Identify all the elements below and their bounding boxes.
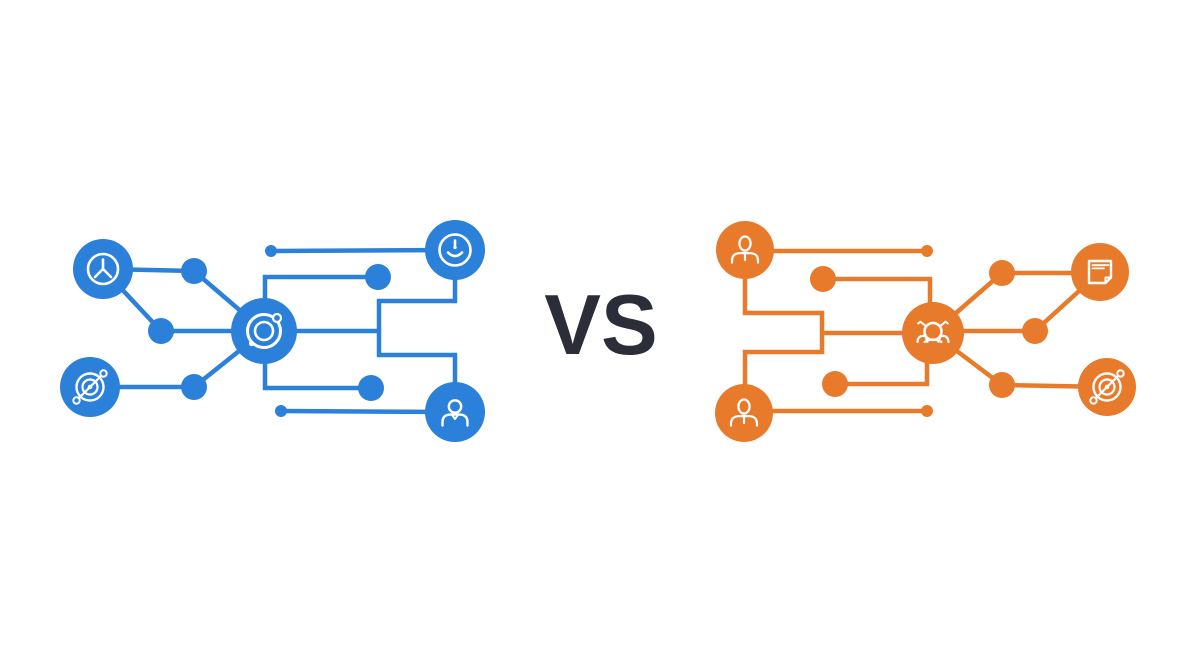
document-icon [1087,259,1113,285]
connector-dot [921,245,933,257]
group-icon [916,320,950,344]
orbit-target-icon [1089,369,1125,405]
group-hub [902,302,964,364]
planet-orbit-icon [246,312,283,349]
hub-circle [425,220,485,280]
connector-node [365,264,391,290]
smiley-hub [425,220,485,280]
clock-hub [73,239,133,299]
hub-circle [1071,243,1129,301]
clock-icon [86,252,120,286]
connector-node [810,266,836,292]
connector-dot [921,405,933,417]
planet-orbit-hub [231,298,297,364]
connector-node [181,258,207,284]
smiley-icon [438,233,472,267]
document-hub [1071,243,1129,301]
person-tie-hub [716,221,774,279]
hub-circle [231,298,297,364]
right-network-diagram [715,221,1136,442]
connector-node [989,372,1015,398]
person-hub [425,382,485,442]
connector-line [376,250,458,412]
left-network-diagram [60,220,485,442]
person-tie-icon [729,398,759,427]
vs-label: VS [544,278,658,374]
person-tie-icon [730,235,760,264]
connector-node [358,375,384,401]
connector-node [989,260,1015,286]
orbit-target-hub [1078,358,1136,416]
person-icon [441,399,469,427]
connector-dot [265,245,277,257]
connector-dot [275,405,287,417]
connector-line [270,247,456,254]
connector-node [148,318,174,344]
connector-node [181,374,207,400]
person-tie-hub [715,384,773,442]
orbit-target-hub [60,357,120,417]
connector-node [822,371,848,397]
connector-node [1022,318,1048,344]
orbit-target-icon [72,369,108,405]
